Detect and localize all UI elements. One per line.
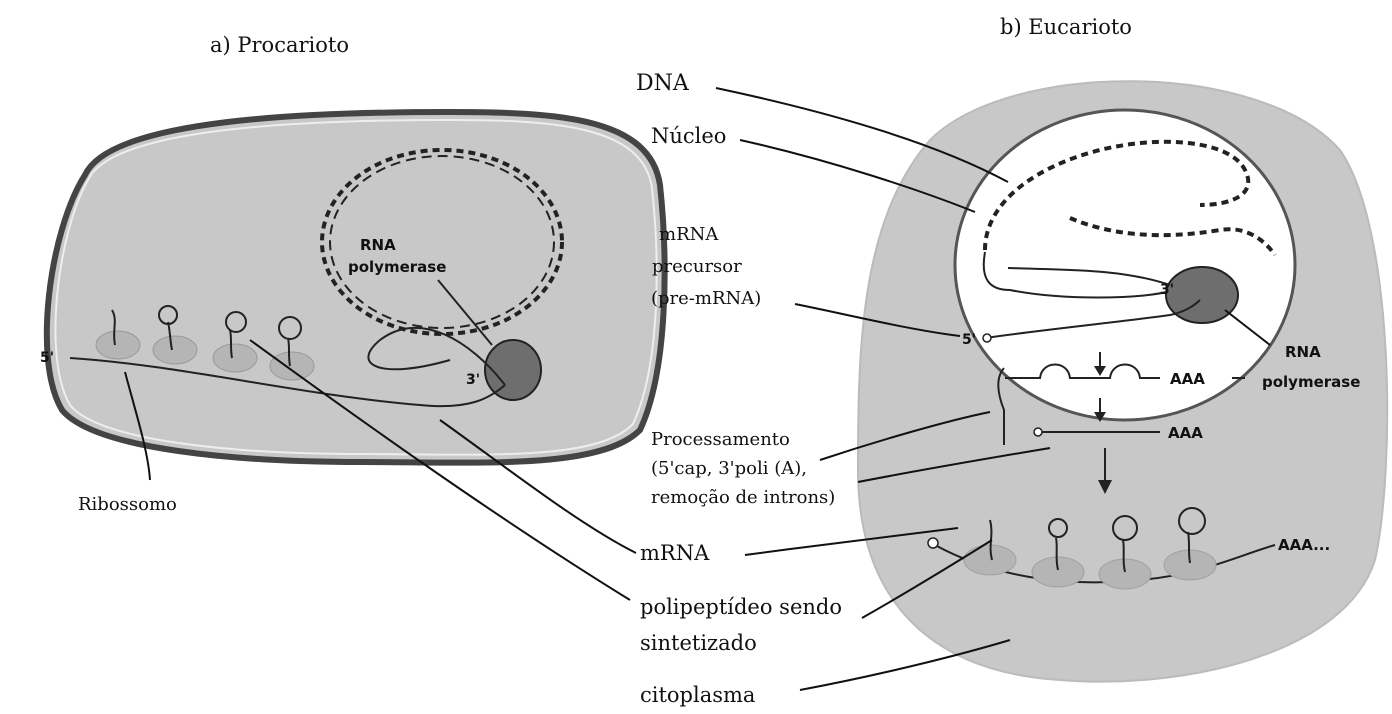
pre-mrna-label-3: (pre-mRNA) xyxy=(651,288,761,309)
eukaryote-title: b) Eucarioto xyxy=(1000,15,1132,39)
polya-tail-2: AAA xyxy=(1168,424,1203,442)
processing-label-1: Processamento xyxy=(651,429,790,450)
pre-mrna-label-2: precursor xyxy=(652,256,742,277)
eukaryote-cap xyxy=(983,334,991,342)
processed-mrna-cap xyxy=(1034,428,1042,436)
mrna-label: mRNA xyxy=(640,541,710,565)
polypeptide-label-1: polipeptídeo sendo xyxy=(640,595,842,619)
prokaryote-rna-polymerase-label-1: RNA xyxy=(360,236,396,254)
prokaryote-three-prime: 3' xyxy=(466,372,480,388)
pre-mrna-label-1: mRNA xyxy=(659,224,719,245)
prokaryote-cell xyxy=(47,112,665,463)
eukaryote-ribosome xyxy=(1032,557,1084,587)
dna-label: DNA xyxy=(636,71,690,96)
ribosome-label: Ribossomo xyxy=(78,494,177,515)
prokaryote-ribosome xyxy=(213,344,257,372)
eukaryote-rna-polymerase-label-2: polymerase xyxy=(1262,373,1360,391)
polya-tail-1: AAA xyxy=(1170,370,1205,388)
eukaryote-rna-polymerase-label-1: RNA xyxy=(1285,343,1321,361)
prokaryote-title: a) Procarioto xyxy=(210,33,349,57)
prokaryote-five-prime: 5' xyxy=(40,350,54,366)
processing-label-3: remoção de introns) xyxy=(651,487,835,508)
prokaryote-ribosome xyxy=(153,336,197,364)
processing-label-2: (5'cap, 3'poli (A), xyxy=(651,458,807,479)
prokaryote-ribosome xyxy=(270,352,314,380)
eukaryote-nucleus xyxy=(955,110,1295,420)
eukaryote-rna-polymerase xyxy=(1166,267,1238,323)
prokaryote-rna-polymerase-label-2: polymerase xyxy=(348,258,446,276)
polypeptide-label-2: sintetizado xyxy=(640,631,757,655)
eukaryote-five-prime: 5' xyxy=(962,332,976,348)
eukaryote-ribosome xyxy=(1099,559,1151,589)
polya-tail-3: AAA... xyxy=(1278,536,1330,554)
eukaryote-cytoplasm-mrna-cap xyxy=(928,538,938,548)
eukaryote-panel: b) Eucarioto 3' 5' RNA polymerase AAA AA… xyxy=(636,15,1387,682)
cytoplasm-label: citoplasma xyxy=(640,683,755,707)
prokaryote-panel: a) Procarioto RNA polymerase 3' 5' xyxy=(40,33,665,515)
nucleus-label: Núcleo xyxy=(651,124,726,148)
prokaryote-ribosome xyxy=(96,331,140,359)
